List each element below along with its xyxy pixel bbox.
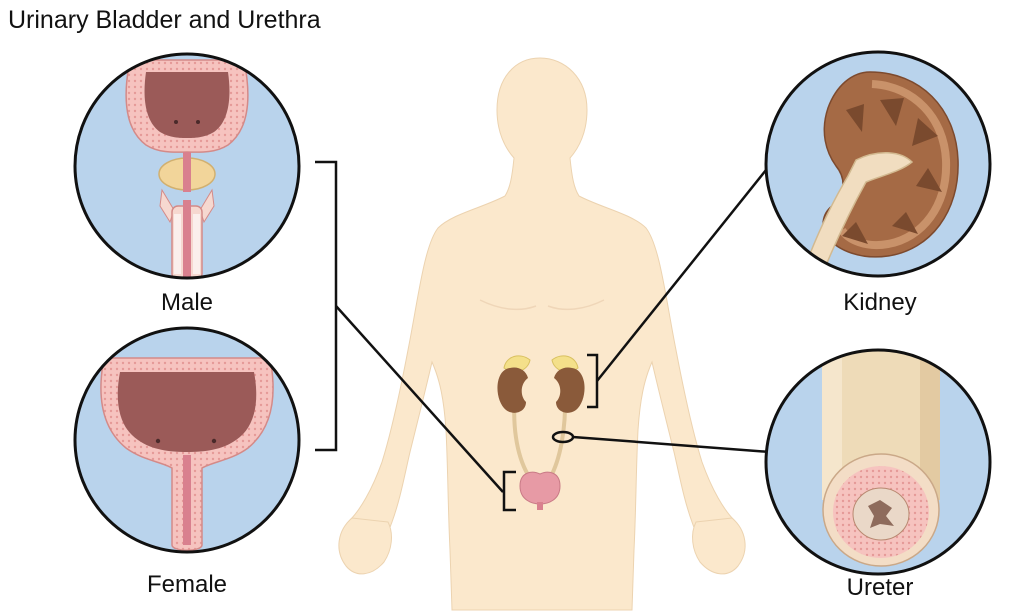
bracket-male-female bbox=[315, 160, 338, 452]
female-bladder-illustration bbox=[73, 326, 301, 554]
connector-line-ureter bbox=[572, 435, 771, 454]
connector-line-kidney bbox=[596, 169, 767, 382]
organs-in-body bbox=[497, 355, 585, 510]
ureter-cross-section-illustration bbox=[764, 348, 992, 576]
bladder bbox=[519, 471, 561, 505]
connectors bbox=[315, 160, 771, 512]
male-bladder-illustration bbox=[73, 52, 301, 280]
connector-line-bladder bbox=[335, 305, 504, 493]
adrenal-gland-right bbox=[551, 355, 579, 373]
label-ureter: Ureter bbox=[846, 574, 914, 601]
bracket-bladder bbox=[502, 470, 516, 512]
kidney-cross-section-illustration bbox=[764, 50, 992, 278]
label-male: Male bbox=[160, 289, 214, 316]
body-silhouette bbox=[338, 57, 746, 611]
urethra bbox=[537, 502, 543, 510]
kidney-right bbox=[554, 367, 585, 413]
label-female: Female bbox=[146, 571, 228, 598]
label-kidney: Kidney bbox=[843, 289, 917, 316]
diagram-title: Urinary Bladder and Urethra bbox=[8, 6, 321, 34]
kidney-left bbox=[497, 367, 528, 413]
